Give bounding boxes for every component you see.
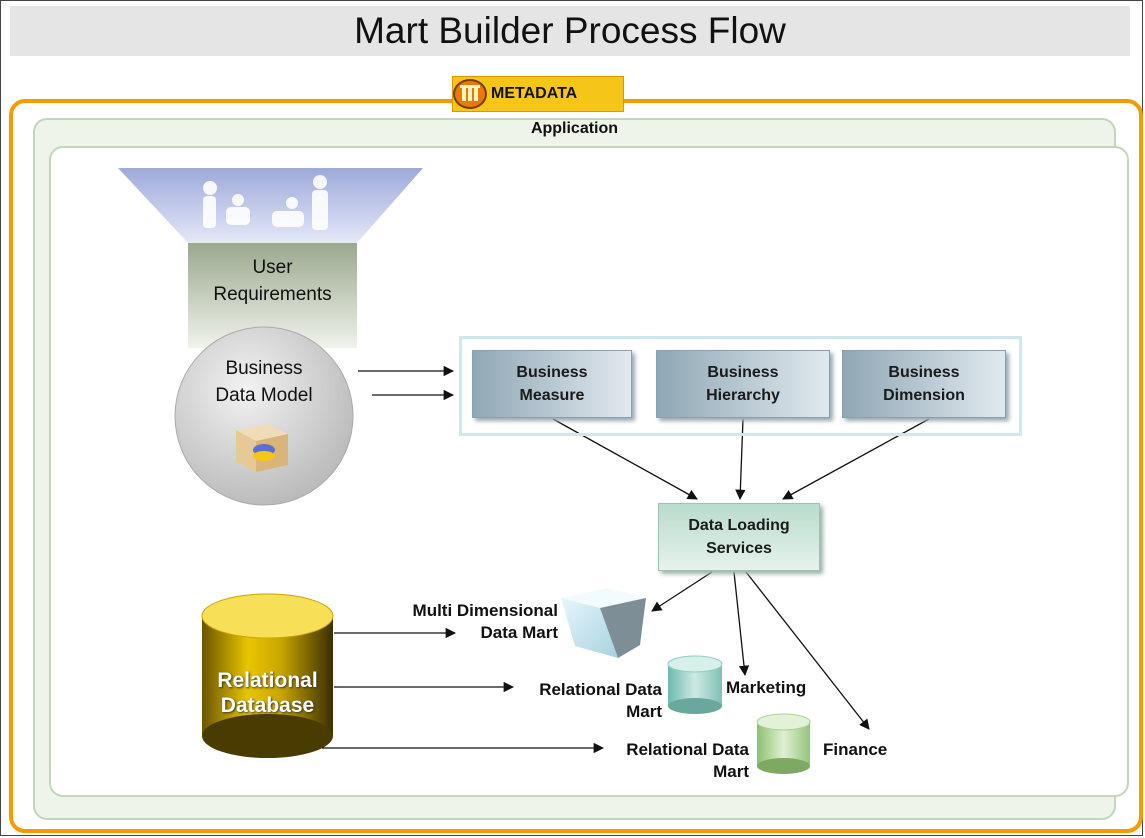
data-model-cube-icon	[236, 424, 288, 472]
marketing-mart-line2: Mart	[626, 702, 662, 721]
metadata-label: METADATA	[491, 85, 578, 102]
diagram-title: Mart Builder Process Flow	[10, 6, 1130, 56]
marketing-mart-cylinder	[667, 655, 723, 714]
business-measure-line2: Measure	[519, 387, 585, 404]
business-dimension-line2: Dimension	[883, 387, 965, 404]
business-hierarchy-line1: Business	[707, 364, 779, 381]
marketing-label: Marketing	[726, 678, 807, 697]
user-requirements-line2: Requirements	[213, 284, 332, 305]
finance-mart-line2: Mart	[713, 762, 749, 781]
finance-mart-cylinder	[756, 713, 811, 774]
multi-dimensional-line2: Data Mart	[480, 623, 558, 642]
arrow-loading-to-marketing	[733, 571, 750, 677]
arrow-hierarchy-to-loading	[735, 418, 746, 501]
multi-dimensional-cube	[561, 588, 646, 658]
requirements-funnel	[118, 168, 423, 243]
arrow-loading-to-multidim	[651, 571, 713, 612]
data-loading-line2: Services	[706, 540, 772, 557]
business-data-model-circle	[174, 326, 354, 506]
user-requirements-line1: User	[252, 257, 293, 278]
business-measure-line1: Business	[516, 364, 588, 381]
multi-dimensional-label: Multi Dimensional Data Mart	[383, 600, 558, 644]
application-label: Application	[530, 120, 619, 137]
business-data-model-line1: Business	[225, 358, 303, 379]
multi-dimensional-line1: Multi Dimensional	[412, 601, 558, 620]
metadata-badge: METADATA	[452, 76, 624, 112]
relational-database-line1: Relational	[217, 669, 318, 692]
business-dimension-line1: Business	[888, 364, 960, 381]
people-silhouettes-icon	[203, 175, 328, 230]
relational-database-line2: Database	[220, 694, 315, 717]
user-requirements-label: User Requirements	[188, 254, 357, 308]
relational-database-label: Relational Database	[202, 668, 333, 718]
marketing-relational-mart-label: Relational Data Mart	[520, 679, 662, 723]
arrow-measure-to-loading	[552, 418, 698, 500]
business-objects-group	[459, 336, 1022, 436]
arrow-loading-to-finance	[745, 571, 870, 730]
business-data-model-label: Business Data Model	[190, 355, 338, 409]
data-loading-line1: Data Loading	[688, 517, 790, 534]
business-hierarchy-line2: Hierarchy	[706, 387, 780, 404]
finance-relational-mart-label: Relational Data Mart	[607, 739, 749, 783]
finance-label: Finance	[823, 740, 888, 759]
metadata-logo-icon	[453, 79, 487, 109]
relational-database-cylinder	[201, 593, 334, 758]
marketing-mart-line1: Relational Data	[539, 680, 662, 699]
arrow-dimension-to-loading	[782, 418, 930, 500]
finance-mart-line1: Relational Data	[626, 740, 749, 759]
business-data-model-line2: Data Model	[215, 385, 313, 406]
